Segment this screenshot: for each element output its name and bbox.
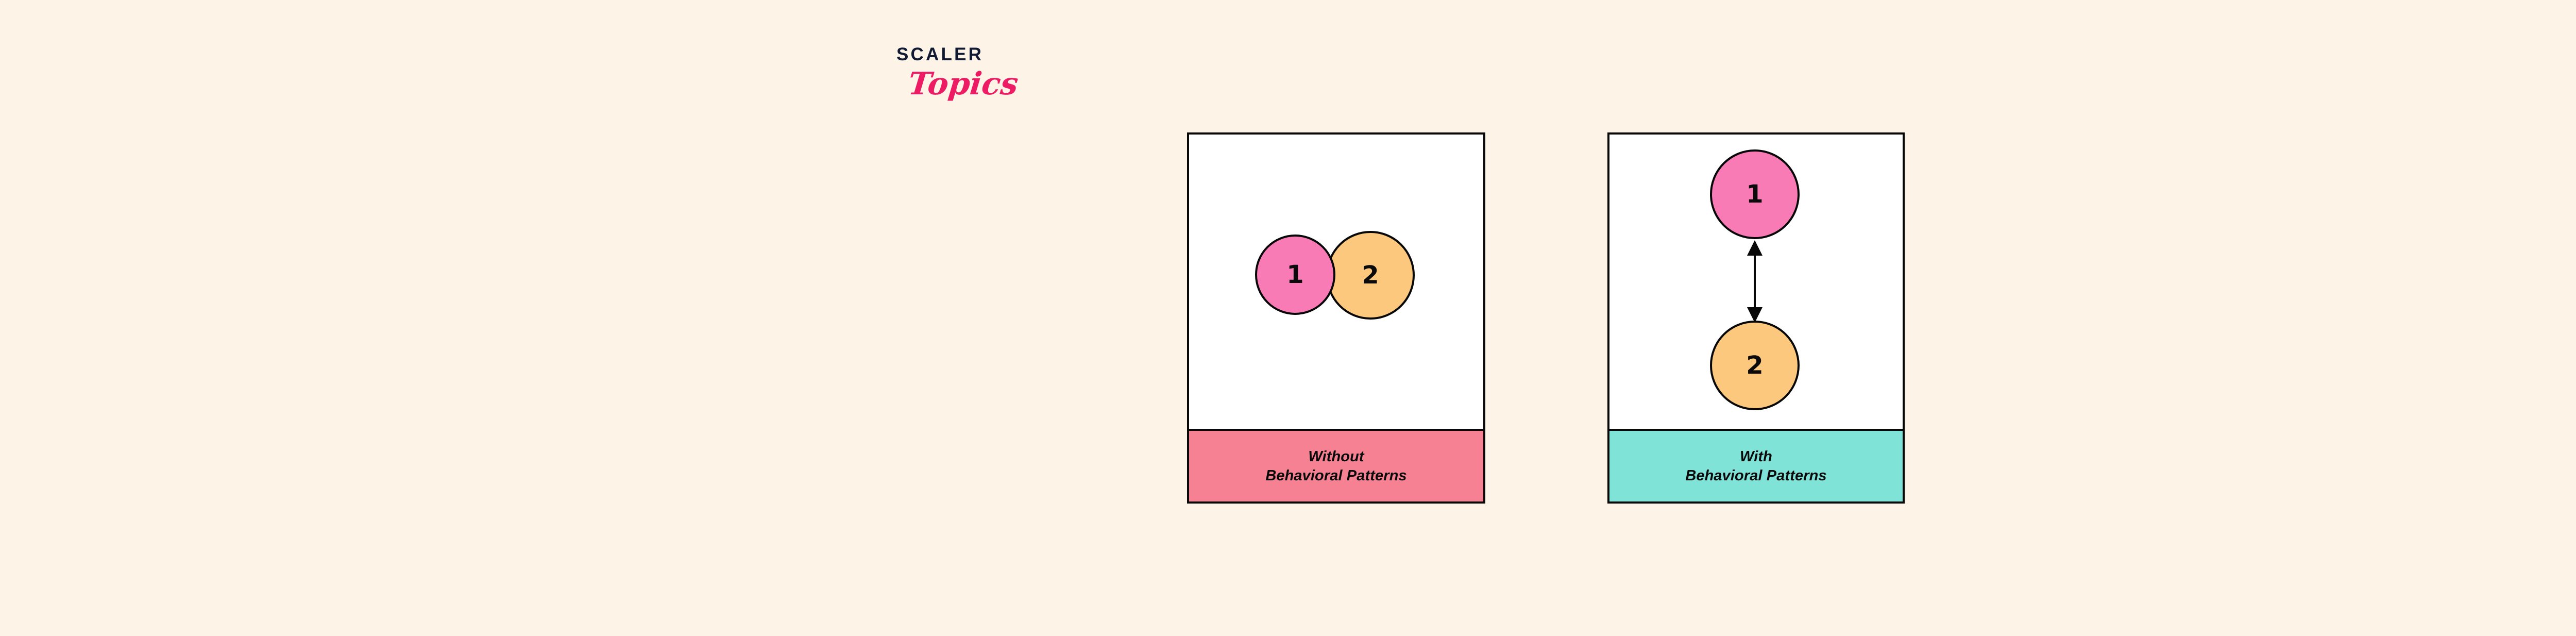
- panel-without-behavioral-patterns: 1 2 Without Behavioral Patterns: [1187, 132, 1485, 504]
- logo-script-topics: Topics: [906, 66, 1020, 102]
- caption-with-line-2: Behavioral Patterns: [1685, 467, 1827, 484]
- logo-wordmark-scaler: SCALER: [896, 44, 984, 64]
- caption-without-line-1: Without: [1308, 448, 1364, 465]
- panel-with-behavioral-patterns: 1 2 With Behavioral Patterns: [1607, 132, 1905, 504]
- caption-without: Without Behavioral Patterns: [1189, 429, 1483, 501]
- caption-without-line-2: Behavioral Patterns: [1265, 467, 1407, 484]
- panel-without-stage: 1 2: [1189, 135, 1483, 429]
- caption-with: With Behavioral Patterns: [1609, 429, 1903, 501]
- scaler-topics-logo: SCALER Topics: [896, 45, 1051, 123]
- node-1-pink-with: 1: [1710, 149, 1800, 239]
- node-2-orange-with: 2: [1710, 321, 1800, 410]
- node-2-orange-without: 2: [1326, 231, 1415, 320]
- caption-with-line-1: With: [1740, 448, 1772, 465]
- panel-with-stage: 1 2: [1609, 135, 1903, 429]
- node-1-pink-without: 1: [1255, 235, 1335, 315]
- bidirectional-arrow-icon: [1747, 240, 1763, 323]
